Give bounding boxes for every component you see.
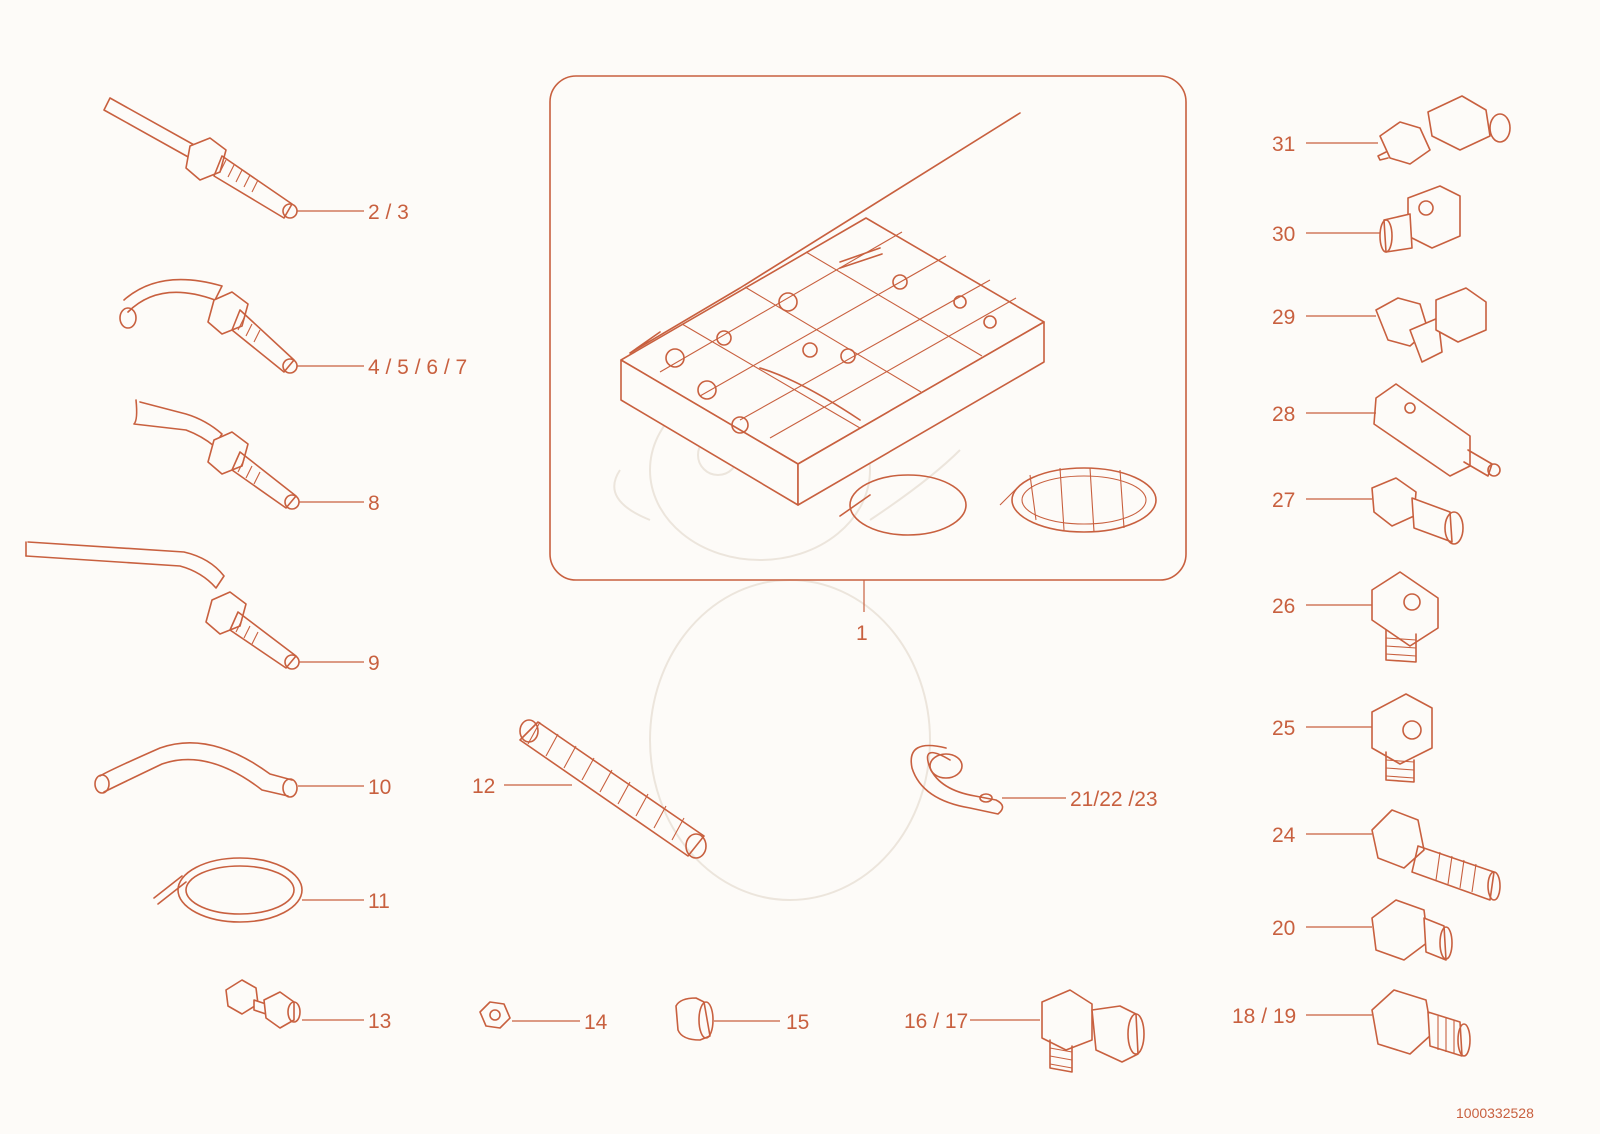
item-12-spiral-wrap: 12 xyxy=(472,719,707,859)
callout-26: 26 xyxy=(1272,595,1295,618)
item-26-banjo-block: 26 xyxy=(1272,571,1439,663)
callout-31: 31 xyxy=(1272,133,1295,156)
item-25-tee-block: 25 xyxy=(1272,693,1433,783)
item-8-bent-fitting: 8 xyxy=(133,399,380,515)
callout-30: 30 xyxy=(1272,223,1295,246)
callout-14: 14 xyxy=(584,1011,608,1034)
callout-28: 28 xyxy=(1272,403,1295,426)
item-2-3-straight-fitting: 2 / 3 xyxy=(103,97,409,224)
callout-29: 29 xyxy=(1272,306,1295,329)
callout-4-7: 4 / 5 / 6 / 7 xyxy=(368,356,467,379)
callout-18-19: 18 / 19 xyxy=(1232,1005,1296,1028)
callout-11: 11 xyxy=(368,890,390,913)
callout-12: 12 xyxy=(472,775,495,798)
item-1-assortment-kit: 1 xyxy=(549,75,1187,645)
item-28-hex-coupling: 28 xyxy=(1272,383,1501,477)
item-20-hex-reducer: 20 xyxy=(1272,899,1453,961)
callout-24: 24 xyxy=(1272,824,1296,847)
box-side xyxy=(797,321,1045,506)
kit-spiral-wrap xyxy=(1011,467,1157,533)
document-id: 1000332528 xyxy=(1456,1105,1534,1121)
callout-2-3: 2 / 3 xyxy=(368,201,409,224)
item-9-long-bent-fitting: 9 xyxy=(25,541,380,675)
item-27-straight-coupling: 27 xyxy=(1272,477,1464,545)
callout-25: 25 xyxy=(1272,717,1295,740)
callout-9: 9 xyxy=(368,652,380,675)
callout-27: 27 xyxy=(1272,489,1295,512)
item-29-elbow-fitting: 29 xyxy=(1272,287,1487,363)
callout-10: 10 xyxy=(368,776,391,799)
callout-13: 13 xyxy=(368,1010,391,1033)
item-13-union-fitting: 13 xyxy=(225,979,391,1033)
callout-8: 8 xyxy=(368,492,380,515)
item-4-7-bent-fitting: 4 / 5 / 6 / 7 xyxy=(119,278,467,379)
item-18-19-hex-adaptor: 18 / 19 xyxy=(1232,989,1471,1057)
item-31-elbow-fitting: 31 xyxy=(1272,95,1511,165)
kit-frame xyxy=(549,75,1187,581)
item-15-ferrule: 15 xyxy=(675,997,809,1041)
item-16-17-elbow-fitting: 16 / 17 xyxy=(904,989,1145,1073)
item-21-23-p-clip: 21/22 /23 xyxy=(910,744,1158,815)
callout-1: 1 xyxy=(856,622,868,645)
item-30-block-fitting: 30 xyxy=(1272,185,1461,253)
callout-15: 15 xyxy=(786,1011,809,1034)
item-14-hex-nut: 14 xyxy=(479,1001,608,1034)
callout-20: 20 xyxy=(1272,917,1295,940)
callout-16-17: 16 / 17 xyxy=(904,1010,968,1033)
item-10-bent-pipe: 10 xyxy=(94,742,391,799)
item-24-threaded-adaptor: 24 xyxy=(1272,809,1501,901)
kit-hose-coil xyxy=(849,474,967,536)
callout-21-23: 21/22 /23 xyxy=(1070,788,1158,811)
item-11-hose-coil: 11 xyxy=(153,857,390,923)
box-lid xyxy=(629,112,1021,354)
